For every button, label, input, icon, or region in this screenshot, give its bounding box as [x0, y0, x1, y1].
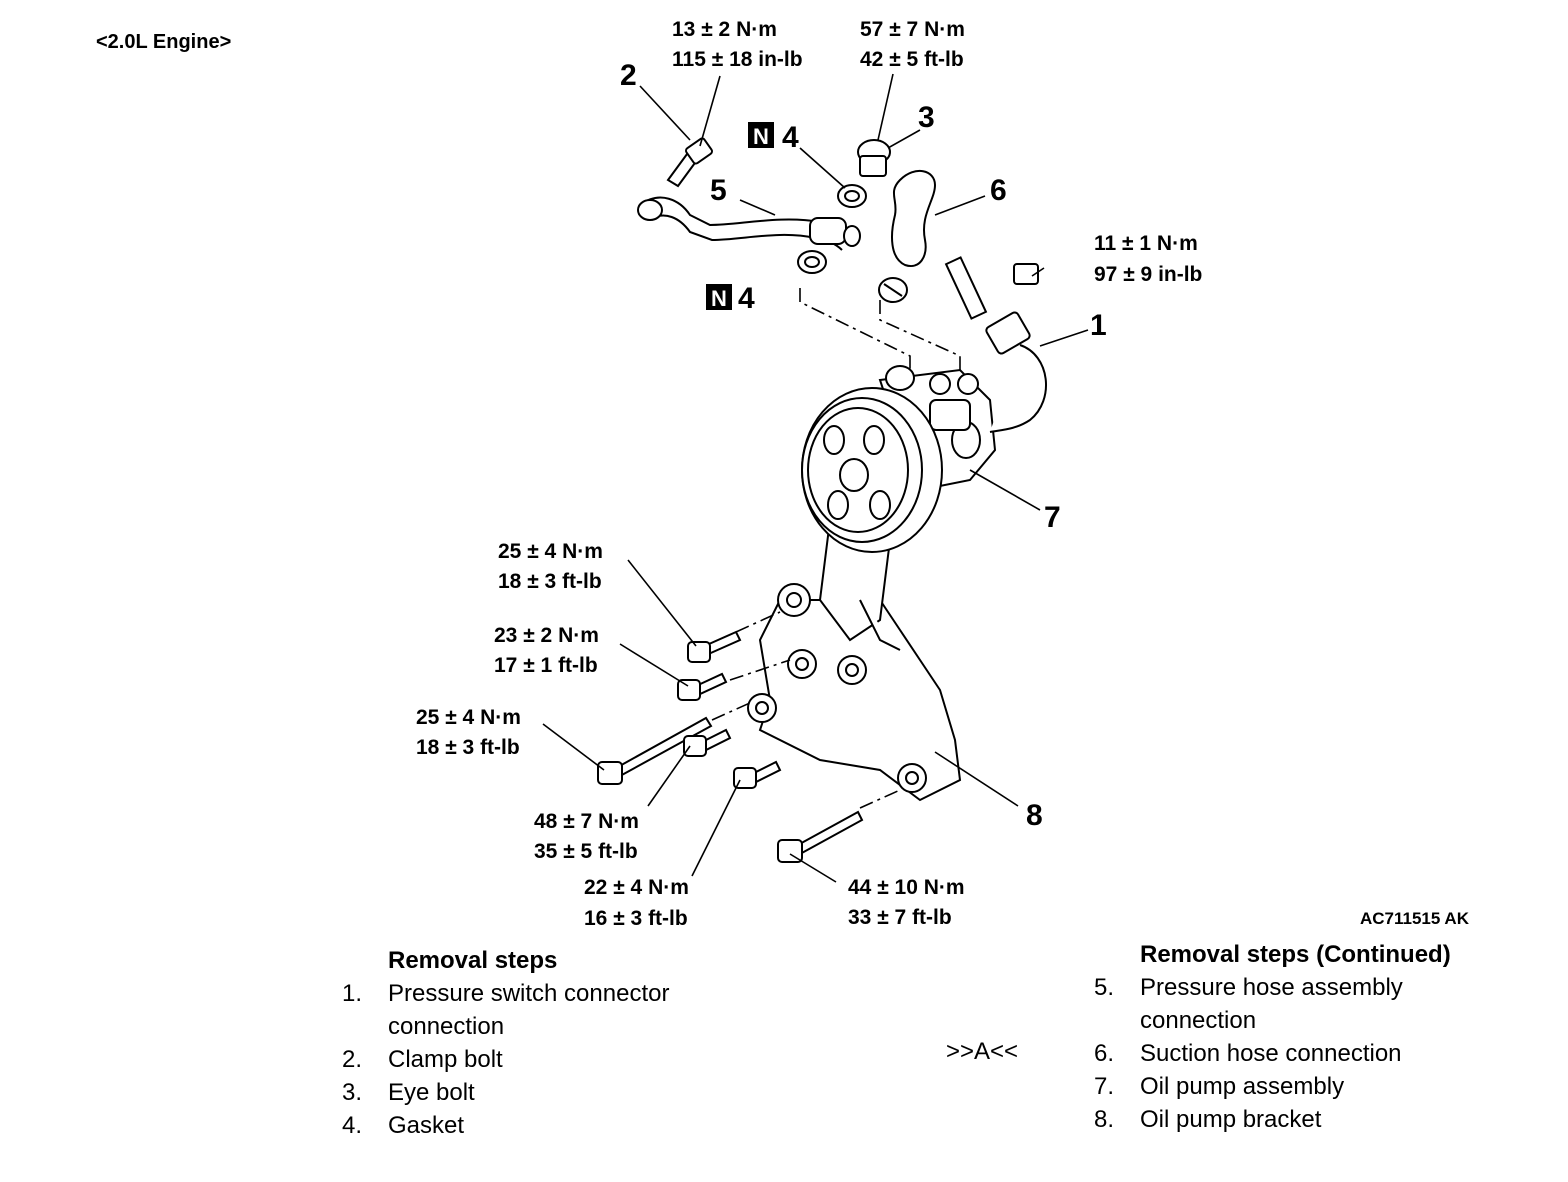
leader-lines [542, 73, 1089, 883]
torque-eye-bolt-imp: 42 ± 5 ft-lb [860, 48, 964, 71]
step-1: 1. Pressure switch connector connection [342, 977, 748, 1043]
torque-bolt-b-nm: 23 ± 2 N·m [494, 624, 599, 647]
eye-bolt [857, 139, 891, 177]
removal-steps-continued-title: Removal steps (Continued) [1140, 941, 1451, 968]
step-3: 3. Eye bolt [342, 1076, 748, 1109]
torque-bolt-c-nm: 25 ± 4 N·m [416, 706, 521, 729]
callout-1: 1 [1090, 309, 1107, 342]
step-8-number: 8. [1094, 1106, 1115, 1133]
callout-7: 7 [1044, 501, 1061, 534]
step-1-text: Pressure switch connector connection [388, 980, 670, 1040]
step-6: 6. Suction hose connection [1094, 1037, 1500, 1070]
torque-bolt-c-imp: 18 ± 3 ft-lb [416, 736, 520, 759]
n-badge-upper-label: N [753, 124, 769, 149]
step-4-text: Gasket [388, 1112, 465, 1139]
torque-switch-bolt-imp: 97 ± 9 in-lb [1094, 263, 1202, 286]
step-5-text: Pressure hose assembly connection [1140, 974, 1403, 1034]
step-2-number: 2. [342, 1046, 363, 1073]
clamp-bolt [666, 137, 713, 188]
step-2: 2. Clamp bolt [342, 1043, 748, 1076]
n-badge-upper [748, 122, 774, 148]
torque-bolt-b-imp: 17 ± 1 ft-lb [494, 654, 598, 677]
step-3-number: 3. [342, 1079, 363, 1106]
callout-5: 5 [710, 174, 727, 207]
n-badge-lower [706, 284, 732, 310]
step-5: 5. Pressure hose assembly connection [1094, 971, 1500, 1037]
suction-hose-clamp [878, 277, 908, 303]
callout-6: 6 [990, 174, 1007, 207]
procedure-marker-a: >>A<< [946, 1038, 1019, 1065]
engine-header: <2.0L Engine> [96, 31, 231, 53]
torque-bolt-e-imp: 16 ± 3 ft-lb [584, 907, 688, 930]
pressure-switch-connector [944, 256, 1047, 433]
removal-steps: Removal steps 1. Pressure switch connect… [342, 944, 748, 1142]
callout-8: 8 [1026, 799, 1043, 832]
step-8: 8. Oil pump bracket [1094, 1103, 1500, 1136]
step-8-text: Oil pump bracket [1140, 1106, 1322, 1133]
step-7-number: 7. [1094, 1073, 1115, 1100]
torque-clamp-bolt-imp: 115 ± 18 in-lb [672, 48, 803, 71]
callout-3: 3 [918, 101, 935, 134]
removal-steps-continued: Removal steps (Continued) 5. Pressure ho… [1094, 938, 1500, 1136]
gasket-lower [797, 250, 827, 274]
step-4-number: 4. [342, 1112, 363, 1139]
pressure-hose-assembly [637, 196, 861, 251]
torque-bolt-f-imp: 33 ± 7 ft-lb [848, 906, 952, 929]
removal-steps-title: Removal steps [388, 947, 558, 974]
torque-eye-bolt-nm: 57 ± 7 N·m [860, 18, 965, 41]
oil-pump-bracket [747, 518, 962, 802]
bracket-bolts [597, 630, 864, 863]
torque-bolt-f-nm: 44 ± 10 N·m [848, 876, 965, 899]
torque-bolt-d-imp: 35 ± 5 ft-lb [534, 840, 638, 863]
torque-bolt-e-nm: 22 ± 4 N·m [584, 876, 689, 899]
step-6-number: 6. [1094, 1040, 1115, 1067]
step-3-text: Eye bolt [388, 1079, 475, 1106]
torque-clamp-bolt-nm: 13 ± 2 N·m [672, 18, 777, 41]
suction-hose [891, 170, 937, 268]
step-7: 7. Oil pump assembly [1094, 1070, 1500, 1103]
pulley [801, 387, 943, 553]
step-5-number: 5. [1094, 974, 1115, 1001]
step-4: 4. Gasket [342, 1109, 748, 1142]
n-badge-lower-label: N [711, 286, 727, 311]
step-2-text: Clamp bolt [388, 1046, 503, 1073]
gasket-upper [837, 184, 867, 208]
alignment-lines [711, 288, 961, 809]
callout-4-lower: 4 [738, 282, 755, 315]
torque-switch-bolt-nm: 11 ± 1 N·m [1094, 232, 1198, 255]
step-6-text: Suction hose connection [1140, 1040, 1402, 1067]
step-7-text: Oil pump assembly [1140, 1073, 1345, 1100]
torque-bolt-d-nm: 48 ± 7 N·m [534, 810, 639, 833]
step-1-number: 1. [342, 980, 363, 1007]
torque-bolt-a-imp: 18 ± 3 ft-lb [498, 570, 602, 593]
torque-bolt-a-nm: 25 ± 4 N·m [498, 540, 603, 563]
callout-4-upper: 4 [782, 121, 799, 154]
figure-id: AC711515 AK [1360, 909, 1470, 928]
callout-2: 2 [620, 59, 637, 92]
